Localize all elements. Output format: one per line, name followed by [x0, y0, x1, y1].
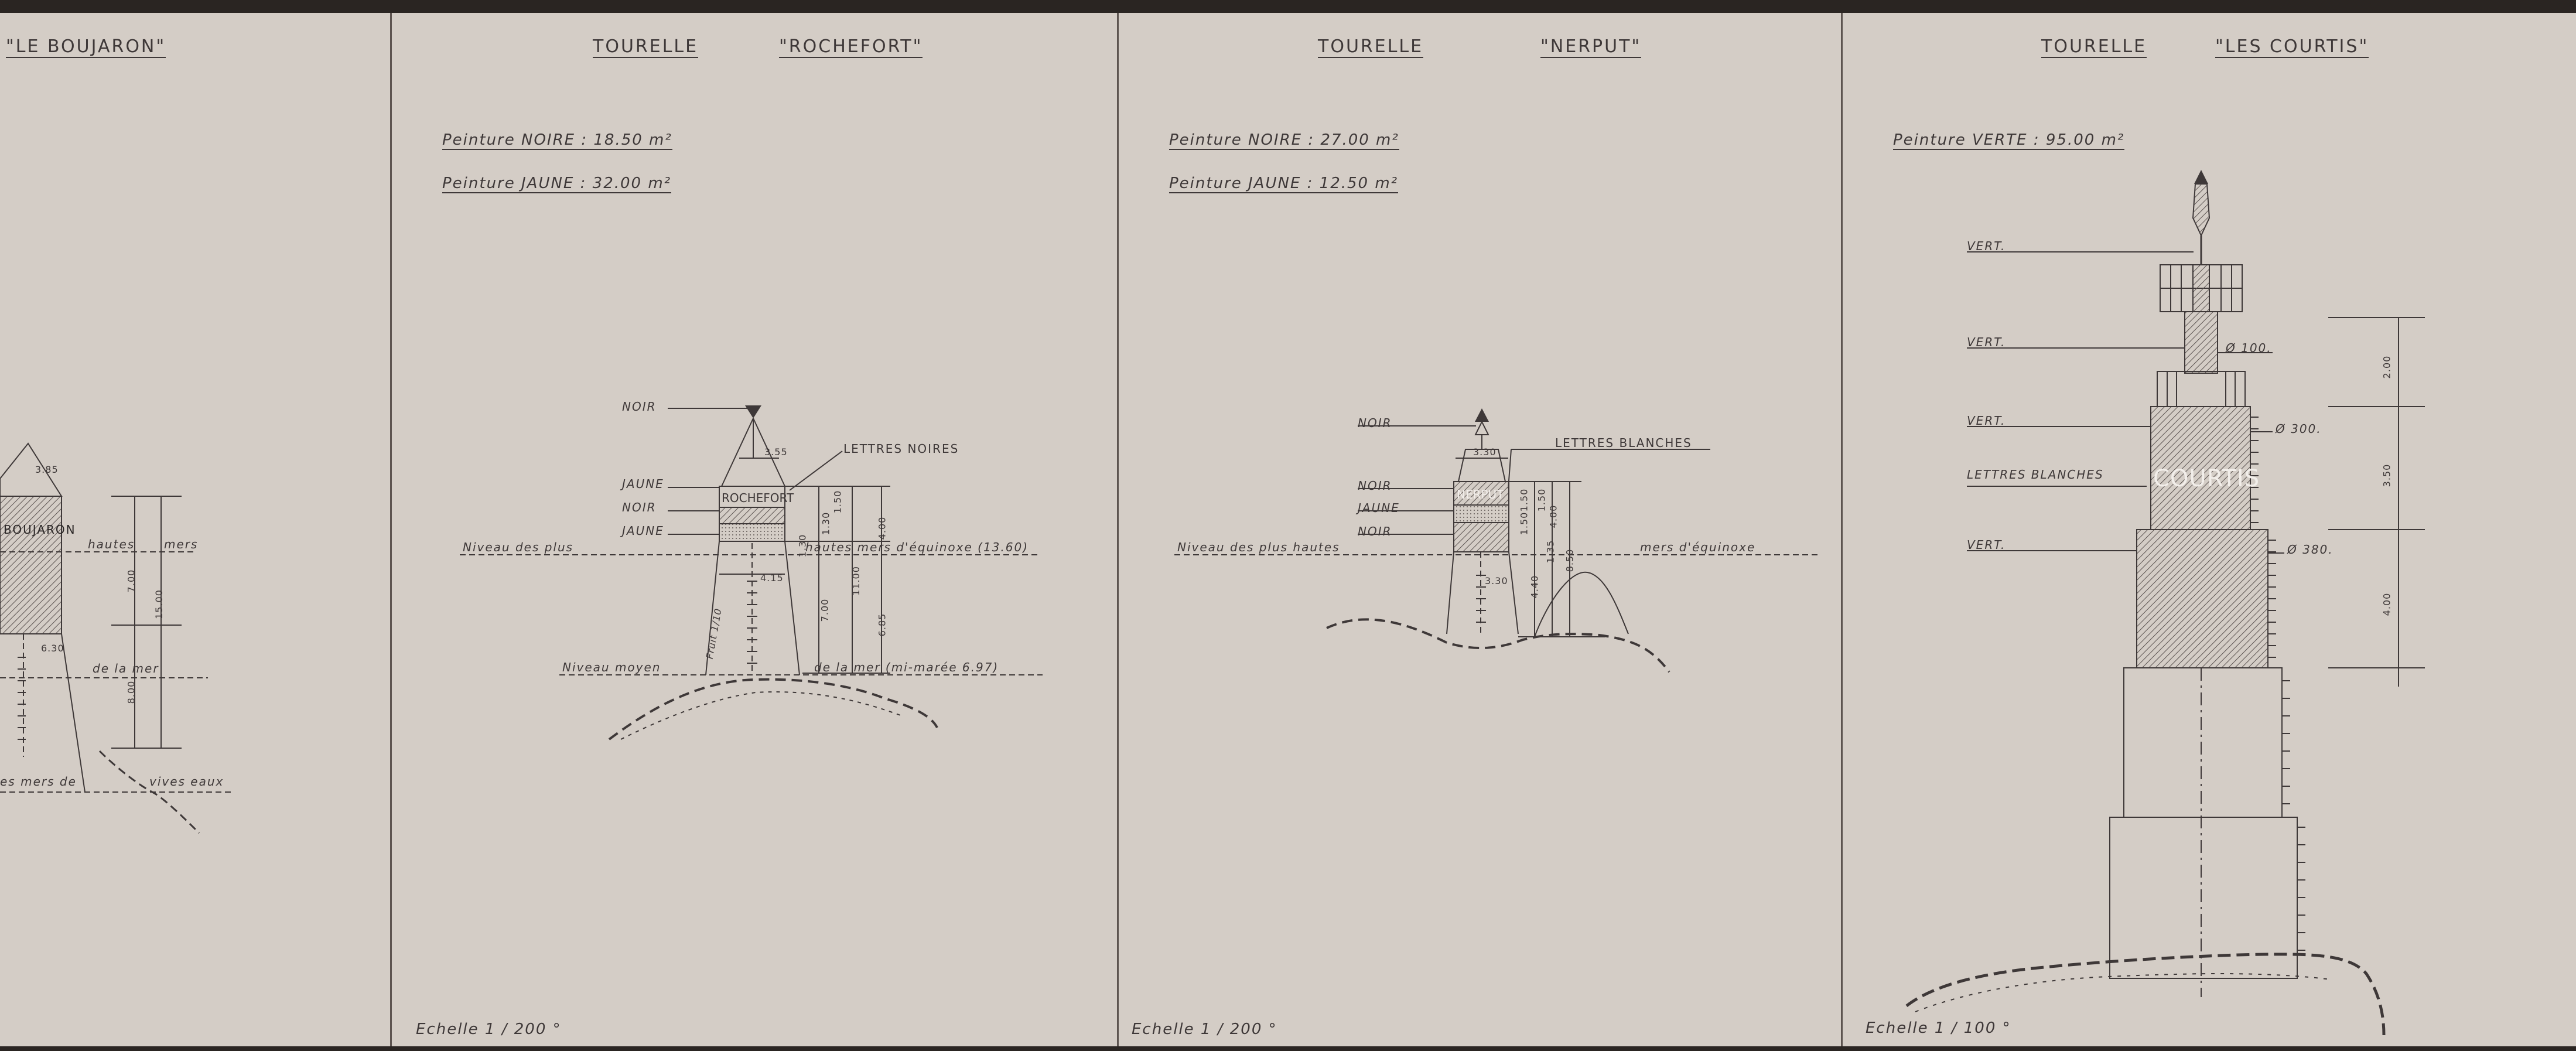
- rochefort-tower-text: ROCHEFORT: [722, 491, 794, 505]
- nerput-callout-3: JAUNE: [1358, 501, 1400, 515]
- courtis-dim-3: 4.00: [2381, 592, 2393, 616]
- courtis-paint-1: Peinture VERTE : 95.00 m²: [1893, 131, 2125, 150]
- nerput-callout-1: NOIR: [1358, 416, 1392, 430]
- boujaron-sea-mid: de la mer: [93, 661, 159, 675]
- rochefort-callout-4: JAUNE: [622, 524, 664, 538]
- courtis-title: "LES COURTIS": [2215, 36, 2369, 58]
- courtis-drawing: [1905, 170, 2425, 1036]
- nerput-callout-4: NOIR: [1358, 524, 1392, 538]
- rochefort-letters-note: LETTRES NOIRES: [843, 442, 959, 456]
- boujaron-sea-high: hautes: [88, 537, 135, 551]
- courtis-diameter-1: Ø 100.: [2226, 341, 2272, 355]
- rochefort-sea-high: Niveau des plus: [463, 540, 574, 554]
- nerput-tower-text: NERPUT: [1457, 487, 1504, 501]
- panel-divider: [1117, 13, 1119, 1046]
- nerput-scale: Echelle 1 / 200 °: [1132, 1021, 1277, 1038]
- courtis-scale: Echelle 1 / 100 °: [1866, 1019, 2011, 1037]
- rochefort-callout-1: NOIR: [622, 400, 657, 414]
- rochefort-callout-2: JAUNE: [622, 477, 664, 491]
- courtis-callout-2: VERT.: [1967, 335, 2006, 349]
- courtis-callout-5: VERT.: [1967, 538, 2006, 552]
- panel-divider: [1841, 13, 1843, 1046]
- courtis-callout-1: VERT.: [1967, 239, 2006, 253]
- boujaron-sea-high-2: mers: [164, 537, 199, 551]
- courtis-callout-3: VERT.: [1967, 414, 2006, 428]
- courtis-title-prefix: TOURELLE: [2041, 36, 2147, 58]
- rochefort-title: "ROCHEFORT": [779, 36, 923, 58]
- boujaron-title: "LE BOUJARON": [6, 36, 166, 58]
- rochefort-sea-mid: Niveau moyen: [562, 660, 661, 674]
- nerput-paint-1: Peinture NOIRE : 27.00 m²: [1169, 131, 1399, 150]
- rochefort-sea-high-2: hautes mers d'équinoxe (13.60): [805, 540, 1029, 554]
- rochefort-dim-2: 4.15: [760, 572, 784, 583]
- boujaron-tower-text: BOUJARON: [4, 523, 76, 537]
- courtis-diameter-3: Ø 380.: [2287, 542, 2334, 557]
- courtis-callout-4: LETTRES BLANCHES: [1967, 468, 2104, 482]
- nerput-paint-2: Peinture JAUNE : 12.50 m²: [1169, 175, 1399, 193]
- rochefort-callout-3: NOIR: [622, 500, 657, 514]
- nerput-drawing: [1174, 408, 1819, 673]
- courtis-diameter-2: Ø 300.: [2276, 422, 2322, 436]
- rochefort-title-prefix: TOURELLE: [593, 36, 699, 58]
- nerput-sea-high-2: mers d'équinoxe: [1640, 540, 1756, 554]
- rochefort-sea-mid-2: de la mer (mi-marée 6.97): [814, 660, 999, 674]
- nerput-sea-high: Niveau des plus hautes: [1177, 540, 1340, 554]
- courtis-tower-text: COURTIS: [2153, 465, 2260, 492]
- boujaron-drawing: [0, 442, 231, 834]
- boujaron-sea-low-2: vives eaux: [149, 774, 224, 789]
- courtis-dim-2: 3.50: [2381, 463, 2393, 487]
- rochefort-paint-1: Peinture NOIRE : 18.50 m²: [442, 131, 672, 150]
- boujaron-sea-low: es mers de: [0, 774, 77, 789]
- rochefort-dim-1: 3.55: [764, 446, 788, 458]
- rochefort-paint-2: Peinture JAUNE : 32.00 m²: [442, 175, 672, 193]
- nerput-callout-2: NOIR: [1358, 479, 1392, 493]
- rochefort-drawing: [460, 405, 1043, 741]
- rochefort-scale: Echelle 1 / 200 °: [416, 1021, 562, 1038]
- nerput-letters-note: LETTRES BLANCHES: [1555, 436, 1692, 450]
- nerput-dim-2: 3.30: [1485, 575, 1508, 586]
- boujaron-dim-right: 3.85: [35, 464, 59, 475]
- nerput-dim-1: 3.30: [1473, 446, 1497, 458]
- courtis-dim-1: 2.00: [2381, 355, 2393, 379]
- drawing-sheet: "LE BOUJARON": [0, 13, 2576, 1046]
- nerput-title-prefix: TOURELLE: [1318, 36, 1424, 58]
- nerput-title: "NERPUT": [1540, 36, 1642, 58]
- panel-divider: [390, 13, 392, 1046]
- boujaron-dim-width: 6.30: [41, 643, 64, 654]
